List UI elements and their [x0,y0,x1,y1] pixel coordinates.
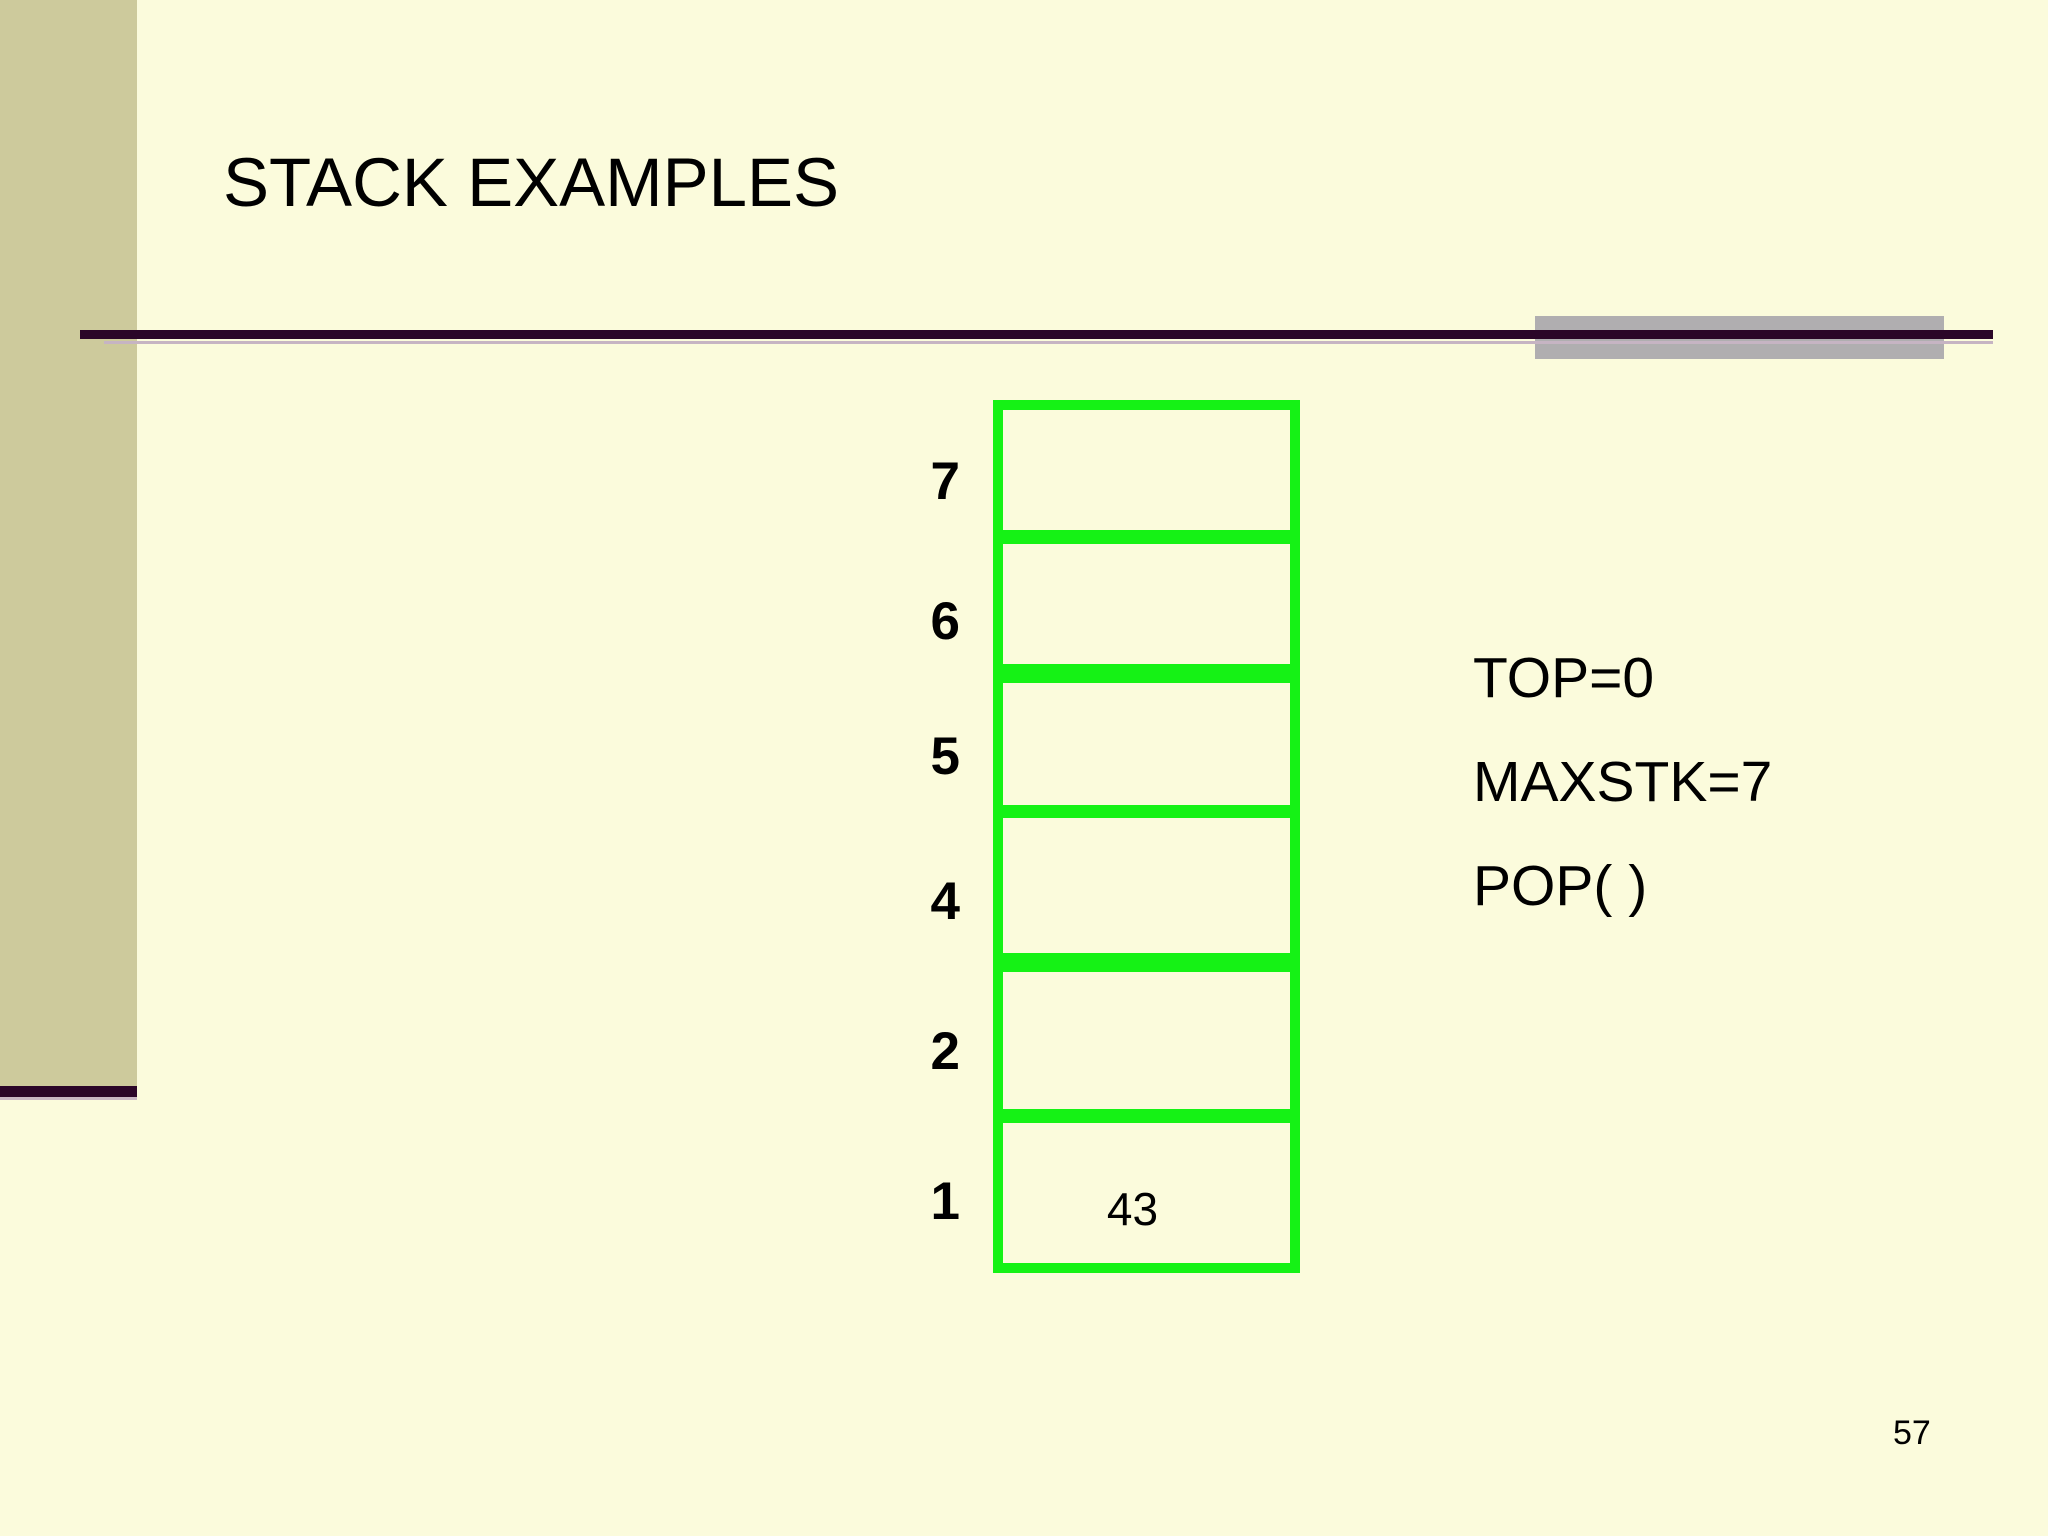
stack-cell-7 [993,400,1300,540]
header-divider-highlight [104,341,1993,344]
stack-cell-2 [993,962,1300,1119]
stack-index-label-6: 6 [930,592,960,651]
page-number: 57 [1893,1414,1931,1452]
page-title: STACK EXAMPLES [223,144,840,221]
stack-cell-value: 43 [1106,1183,1159,1235]
annotation-line: MAXSTK=7 [1473,750,1773,814]
left-band-underline [0,1086,137,1097]
stack-cell-6 [993,534,1300,674]
annotation-line: TOP=0 [1473,646,1655,710]
stack-index-label-5: 5 [930,727,960,786]
stack-index-label-2: 2 [930,1022,960,1081]
stack-index-label-1: 1 [930,1172,960,1231]
stack-diagram: 43 [993,400,1300,1273]
left-decorative-band [0,0,137,1086]
header-divider-rule [80,330,1993,339]
stack-cell-4 [993,808,1300,963]
left-band-underline-highlight [0,1097,137,1100]
stack-index-label-4: 4 [930,872,960,931]
stack-index-label-7: 7 [930,452,960,511]
stack-cell-5 [993,673,1300,815]
annotation-line: POP( ) [1473,854,1648,918]
stack-cell-1: 43 [993,1113,1300,1273]
